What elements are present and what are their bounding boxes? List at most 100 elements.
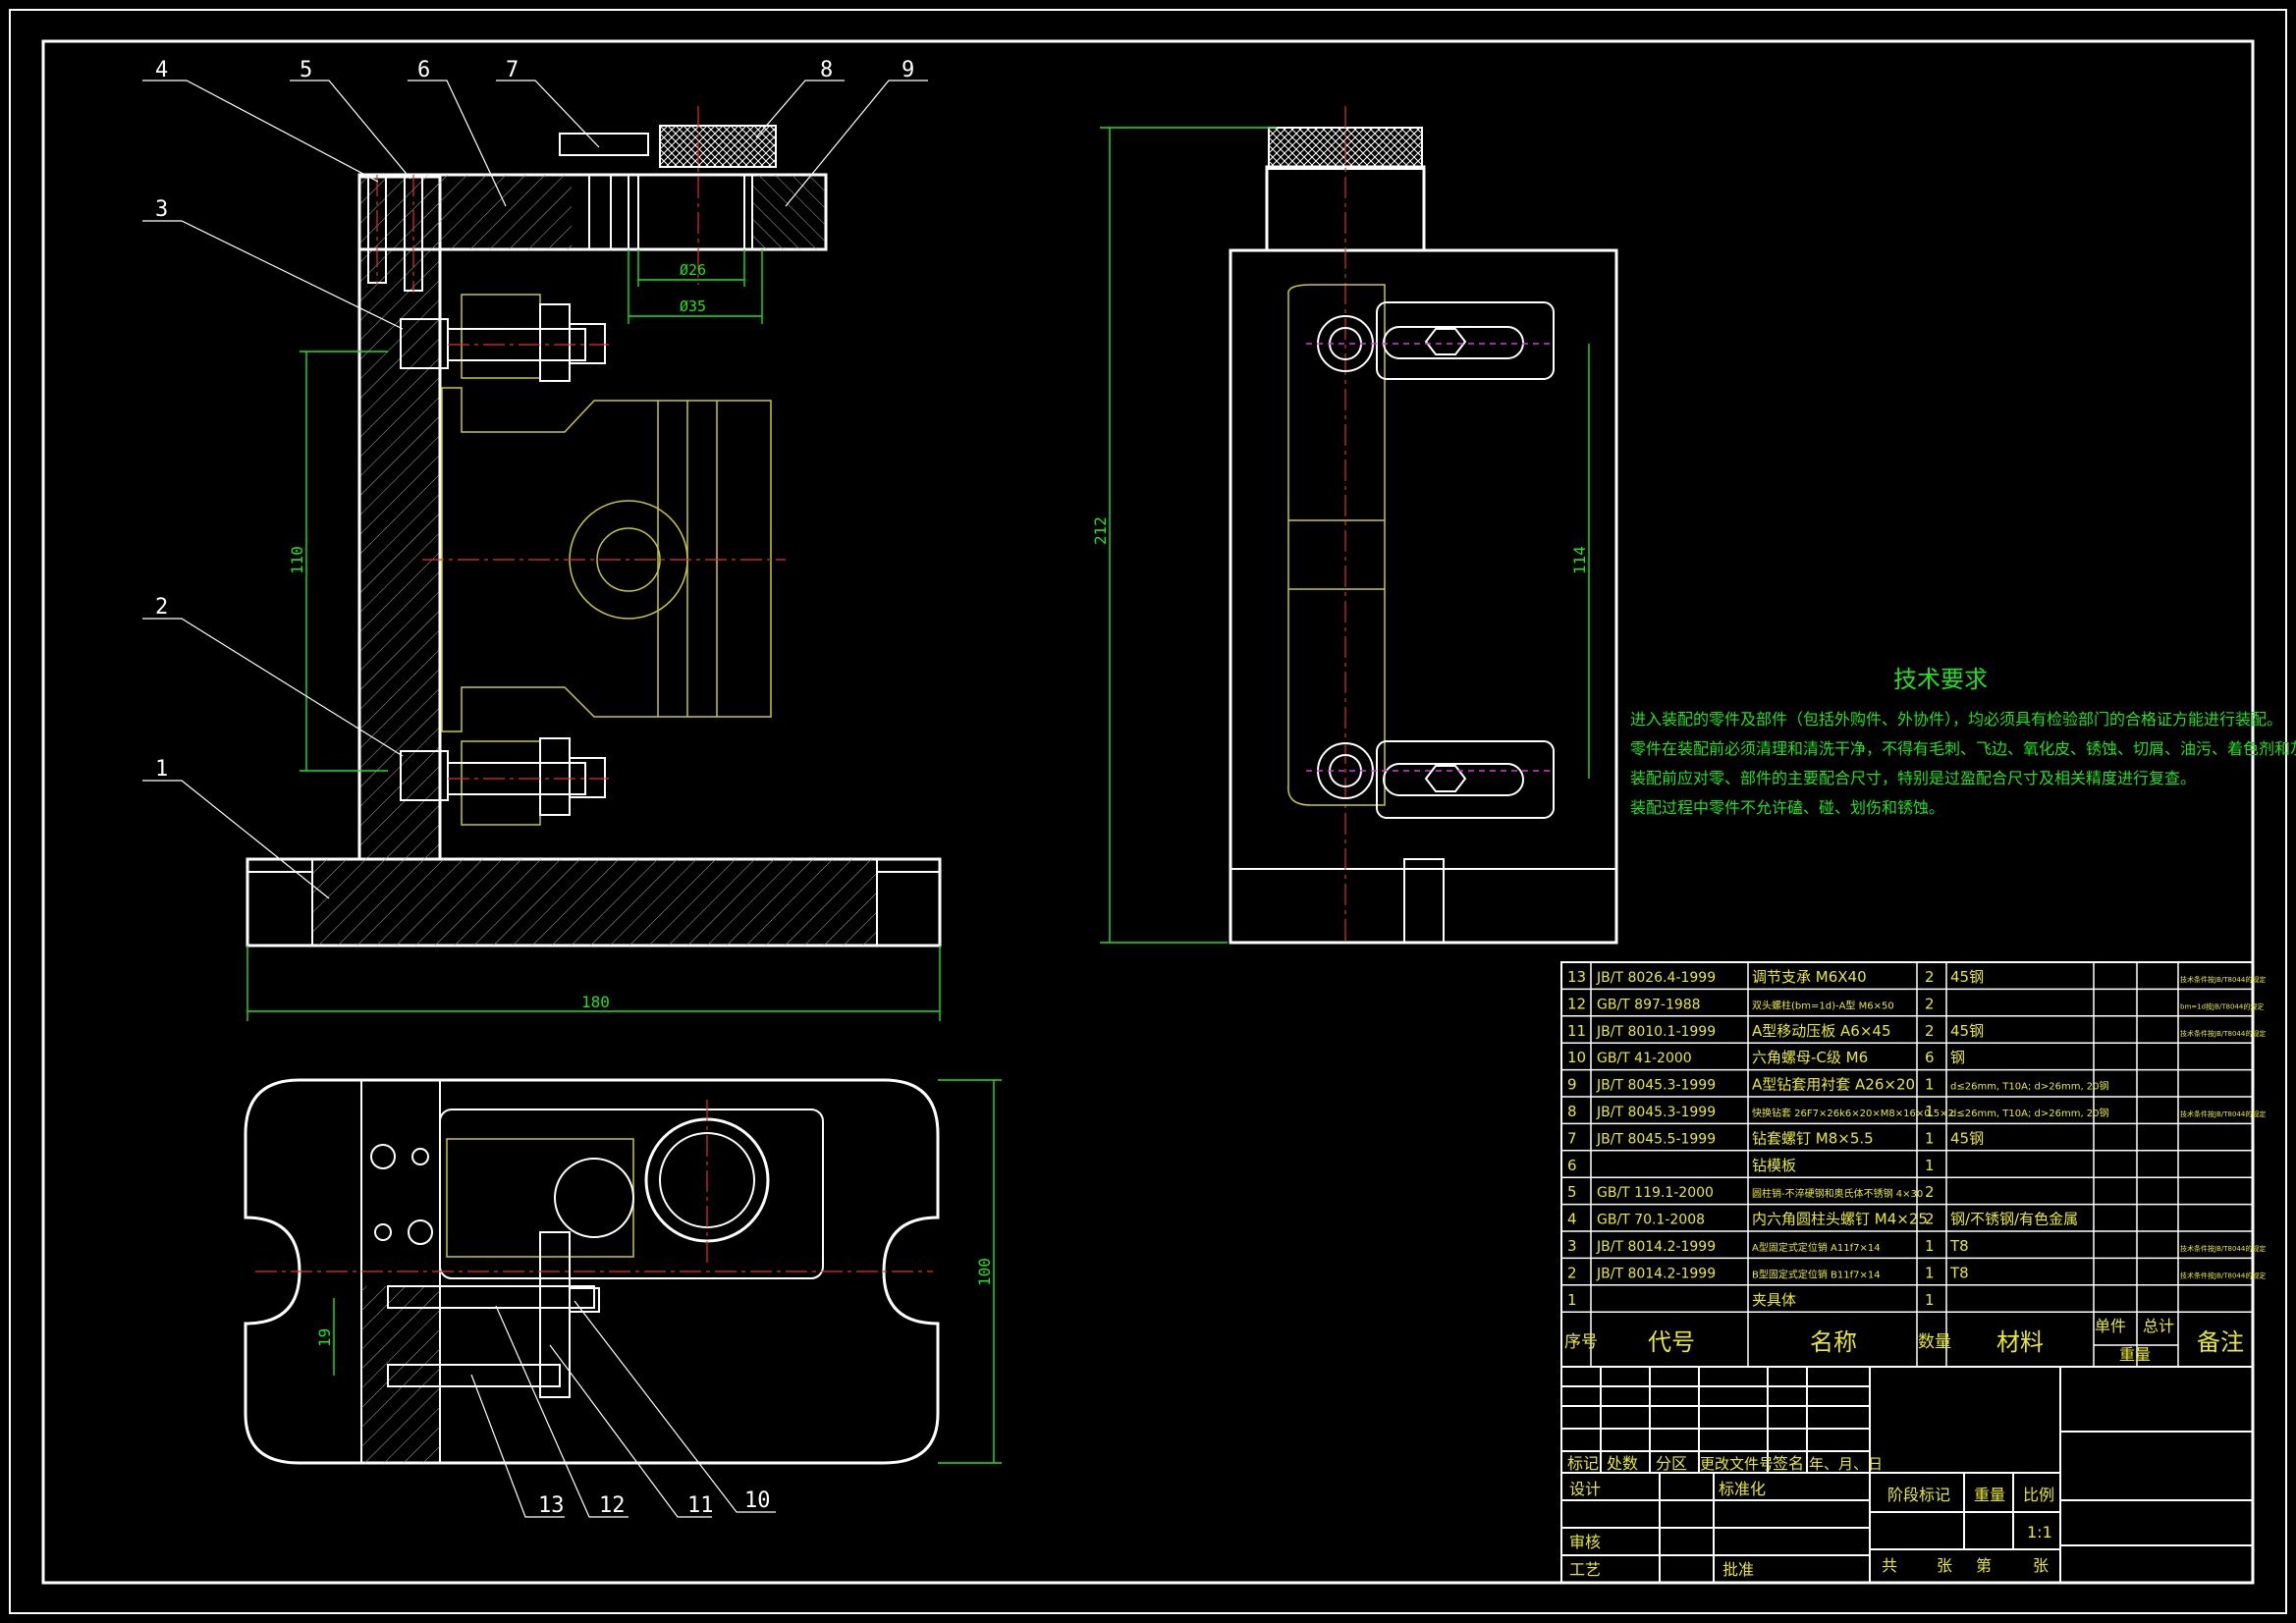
dim-110: 110 (288, 546, 306, 574)
bom-header-code: 代号 (1648, 1328, 1695, 1356)
bom-row-no: 2 (1567, 1264, 1577, 1281)
bom-header-no: 序号 (1564, 1332, 1598, 1352)
bom-row-name: 钻套螺钉 M8×5.5 (1752, 1129, 1874, 1147)
bom-row-code: GB/T 41-2000 (1597, 1051, 1692, 1066)
bom-row-no: 8 (1567, 1103, 1577, 1120)
inner-frame (41, 39, 2255, 1585)
dim-19: 19 (315, 1328, 334, 1347)
side-view (1100, 106, 1618, 945)
bom-row-note: 技术条件按JB/T8044的规定 (2180, 1109, 2266, 1118)
bom-row-qty: 1 (1925, 1129, 1935, 1147)
bom-row-qty: 1 (1925, 1076, 1935, 1094)
tb-standard: 标准化 (1719, 1480, 1766, 1498)
tb-review: 审核 (1569, 1533, 1601, 1551)
bom-row-qty: 2 (1925, 968, 1935, 986)
bom-row-code: JB/T 8010.1-1999 (1596, 1024, 1716, 1040)
bom-row-mat: 钢/不锈钢/有色金属 (1950, 1211, 2078, 1228)
bom-header-qty: 数量 (1918, 1332, 1951, 1352)
bom-row-note: 技术条件按JB/T8044的规定 (2180, 1271, 2266, 1279)
bom-row-name: 内六角圆柱头螺钉 M4×25 (1752, 1211, 1928, 1228)
tb-count: 处数 (1607, 1454, 1638, 1473)
balloon-8: 8 (820, 58, 833, 82)
bom-row-no: 7 (1567, 1129, 1577, 1147)
tb-zone: 分区 (1656, 1454, 1687, 1473)
bom-row-no: 11 (1567, 1022, 1586, 1040)
bom-row-qty: 2 (1925, 1183, 1935, 1201)
tb-process: 工艺 (1569, 1560, 1601, 1579)
bom-row-mat: d≤26mm, T10A; d>26mm, 20钢 (1950, 1080, 2109, 1093)
bom-row-code: JB/T 8026.4-1999 (1596, 970, 1716, 986)
title-block: 标记 处数 分区 更改文件号 签名 年、月、日 设计 标准化 阶段标记 重量 比… (1560, 1366, 2254, 1584)
tb-total-sheets: 共 (1882, 1556, 1897, 1575)
bom-row-name: 双头螺柱(bm=1d)-A型 M6×50 (1752, 999, 1894, 1011)
bom-row-note: 技术条件按JB/T8044的规定 (2180, 1244, 2266, 1253)
bom-row-code: GB/T 70.1-2008 (1597, 1213, 1705, 1228)
bom-row-code: GB/T 119.1-2000 (1597, 1185, 1714, 1201)
tech-line-4: 装配过程中零件不允许磕、碰、划伤和锈蚀。 (1630, 798, 1944, 817)
tb-mark: 标记 (1567, 1454, 1599, 1473)
bom-row-qty: 1 (1925, 1291, 1935, 1309)
dim-d26: Ø26 (680, 261, 706, 279)
balloon-2: 2 (155, 595, 168, 620)
tb-stage: 阶段标记 (1887, 1486, 1950, 1504)
bom-row-code: JB/T 8014.2-1999 (1596, 1266, 1716, 1281)
bom-row-code: JB/T 8014.2-1999 (1596, 1239, 1716, 1255)
bom-row-name: A型钻套用衬套 A26×20 (1752, 1076, 1915, 1094)
bom-row-name: B型固定式定位销 B11f7×14 (1752, 1268, 1881, 1280)
balloon-9: 9 (902, 58, 914, 82)
balloon-leaders (142, 80, 928, 1518)
bom-row-no: 12 (1567, 995, 1586, 1012)
tb-sheets-unit: 张 (1937, 1556, 1952, 1575)
tech-line-1: 进入装配的零件及部件（包括外购件、外协件），均必须具有检验部门的合格证方能进行装… (1630, 710, 2282, 729)
bom-row-qty: 6 (1925, 1049, 1935, 1066)
bom-row-mat: T8 (1949, 1264, 1969, 1281)
tb-design: 设计 (1569, 1480, 1601, 1498)
tb-date: 年、月、日 (1809, 1455, 1883, 1473)
balloon-6: 6 (417, 58, 430, 82)
bom-row-name: A型移动压板 A6×45 (1752, 1022, 1891, 1040)
bom-row-qty: 1 (1925, 1103, 1935, 1120)
bom-row-no: 1 (1567, 1291, 1577, 1309)
bom-row-qty: 1 (1925, 1237, 1935, 1255)
bom-row-qty: 2 (1925, 1211, 1935, 1228)
outer-frame (9, 9, 2287, 1614)
balloon-7: 7 (506, 58, 519, 82)
bom-row-code: JB/T 8045.5-1999 (1596, 1131, 1716, 1147)
tb-weight: 重量 (1974, 1486, 2005, 1504)
bom-header-mat: 材料 (1996, 1328, 2044, 1356)
bom-row-no: 4 (1567, 1211, 1577, 1228)
tech-line-3: 装配前应对零、部件的主要配合尺寸，特别是过盈配合尺寸及相关精度进行复查。 (1630, 769, 2196, 787)
bom-row-no: 10 (1567, 1049, 1586, 1066)
bom-row-name: A型固定式定位销 A11f7×14 (1752, 1241, 1881, 1254)
tech-title: 技术要求 (1893, 666, 1988, 693)
bom-row-name: 钻模板 (1752, 1157, 1796, 1174)
bom-row-name: 圆柱销-不淬硬钢和奥氏体不锈钢 4×30 (1752, 1187, 1923, 1200)
bom-row-no: 9 (1567, 1076, 1577, 1094)
balloon-5: 5 (300, 58, 312, 82)
bom-row-note: 技术条件按JB/T8044的规定 (2180, 975, 2266, 984)
bom-row-no: 3 (1567, 1237, 1577, 1255)
bom-row-name: 快换钻套 26F7×26k6×20×M8×16×0.5×2 (1752, 1107, 1954, 1119)
tb-sheet-no: 第 (1976, 1556, 1992, 1575)
bom-row-note: bm=1d按JB/T8044的规定 (2180, 1001, 2264, 1010)
bom-header-total: 总计 (2143, 1317, 2174, 1335)
tb-approve: 批准 (1722, 1560, 1754, 1579)
bom-row-name: 夹具体 (1752, 1291, 1796, 1309)
front-view (246, 106, 942, 1021)
tech-line-2: 零件在装配前必须清理和清洗干净，不得有毛刺、飞边、氧化皮、锈蚀、切屑、油污、着色… (1630, 739, 2296, 758)
balloon-10: 10 (744, 1488, 771, 1513)
bom-row-mat: 45钢 (1950, 968, 1984, 986)
dim-180: 180 (581, 993, 610, 1011)
bom-row-code: JB/T 8045.3-1999 (1596, 1078, 1716, 1094)
dim-d35: Ø35 (680, 298, 706, 315)
bom-row-qty: 2 (1925, 1022, 1935, 1040)
bom-row-note: 技术条件按JB/T8044的规定 (2180, 1029, 2266, 1038)
bom-header-weight: 重量 (2119, 1345, 2151, 1364)
bom-header-name: 名称 (1810, 1328, 1857, 1356)
bom-row-mat: 钢 (1950, 1049, 1965, 1066)
bom-row-no: 13 (1567, 968, 1586, 986)
bom-row-mat: d≤26mm, T10A; d>26mm, 20钢 (1950, 1107, 2109, 1119)
dim-114: 114 (1570, 546, 1589, 574)
